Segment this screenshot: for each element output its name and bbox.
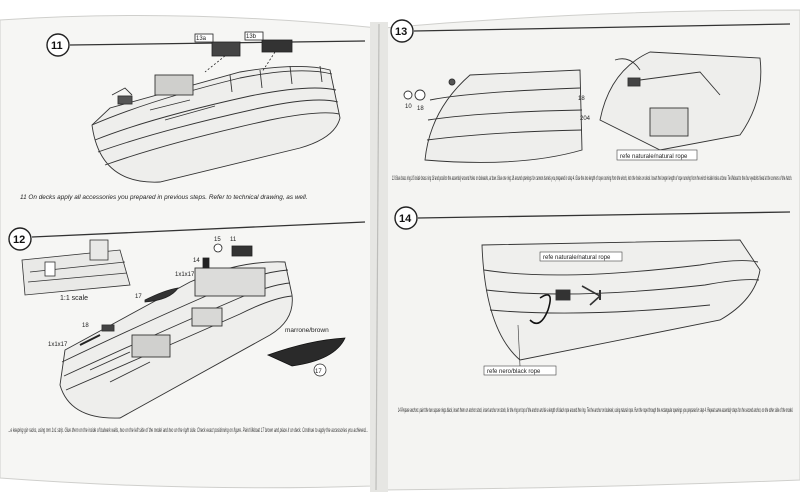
part-label-10: 10: [405, 104, 412, 110]
part-label-17-lifeboat: 17: [315, 369, 322, 375]
part-label-18-b: 18: [578, 96, 585, 102]
anchor-illustration: [481, 239, 761, 361]
step-12-panel: 12 1:1 scale 11: [8, 221, 366, 419]
step-number-badge: [394, 206, 418, 230]
part-label-13b: 13b: [246, 34, 257, 40]
bow-ring-illustration: [403, 69, 583, 163]
part-label-204: 204: [580, 116, 591, 122]
part-label-17: 17: [135, 294, 142, 300]
part-label-18-a: 18: [417, 106, 424, 112]
step-14-number: 14: [399, 213, 412, 225]
step-13-number: 13: [395, 26, 407, 38]
step-11-caption: 11 On decks apply all accessories you pr…: [20, 194, 308, 201]
step-number-badge: [46, 33, 70, 57]
part-label-15: 15: [214, 237, 221, 243]
rope-label-natural-step-13: refe naturale/natural rope: [620, 154, 688, 160]
step-number-badge: [8, 227, 32, 251]
part-label-1x1x17-top: 1x1x17: [175, 272, 195, 278]
rope-label-black: refe nero/black rope: [487, 369, 541, 375]
ship-hull-illustration-step-11: [91, 65, 341, 183]
lifeboat-illustration: [266, 337, 346, 367]
ship-hull-illustration-step-12: [59, 261, 293, 419]
step-13-caption: 13 Glue brass ring 10 inside brass ring …: [392, 176, 792, 182]
material-label-brown: marrone/brown: [285, 327, 329, 334]
part-label-11: 11: [230, 237, 237, 243]
scale-label: 1:1 scale: [60, 295, 88, 302]
step-14-panel: 14 refe naturale/natural rope refe nero/…: [394, 206, 791, 376]
step-11-panel: 11 13a 13b: [46, 31, 366, 183]
loose-parts-step-12: [79, 243, 253, 346]
winch-lifeboat-illustration: [599, 51, 762, 151]
step-11-number: 11: [51, 40, 63, 52]
part-label-13a: 13a: [196, 36, 207, 42]
step-header-rule: [417, 211, 791, 219]
step-14-caption: 14 Prepare anchors: paint the two square…: [398, 408, 793, 414]
step-12-number: 12: [13, 234, 25, 246]
rope-label-natural-step-14: refe naturale/natural rope: [543, 255, 611, 261]
loose-parts-step-11: [194, 31, 293, 73]
step-13-panel: 13 10 18 18 204 refe naturale/natural ro…: [390, 19, 791, 163]
step-header-rule: [31, 221, 366, 238]
step-12-caption: ...e keeping gin racks, using mm 1x1 str…: [8, 428, 368, 434]
part-label-14: 14: [193, 258, 200, 264]
part-label-18: 18: [82, 323, 89, 329]
bulwark-detail-1to1: [21, 239, 131, 296]
step-number-badge: [390, 19, 414, 43]
part-label-1x1x17-left: 1x1x17: [48, 342, 68, 348]
book-spine-shadow: [370, 22, 388, 492]
step-header-rule: [413, 23, 791, 32]
